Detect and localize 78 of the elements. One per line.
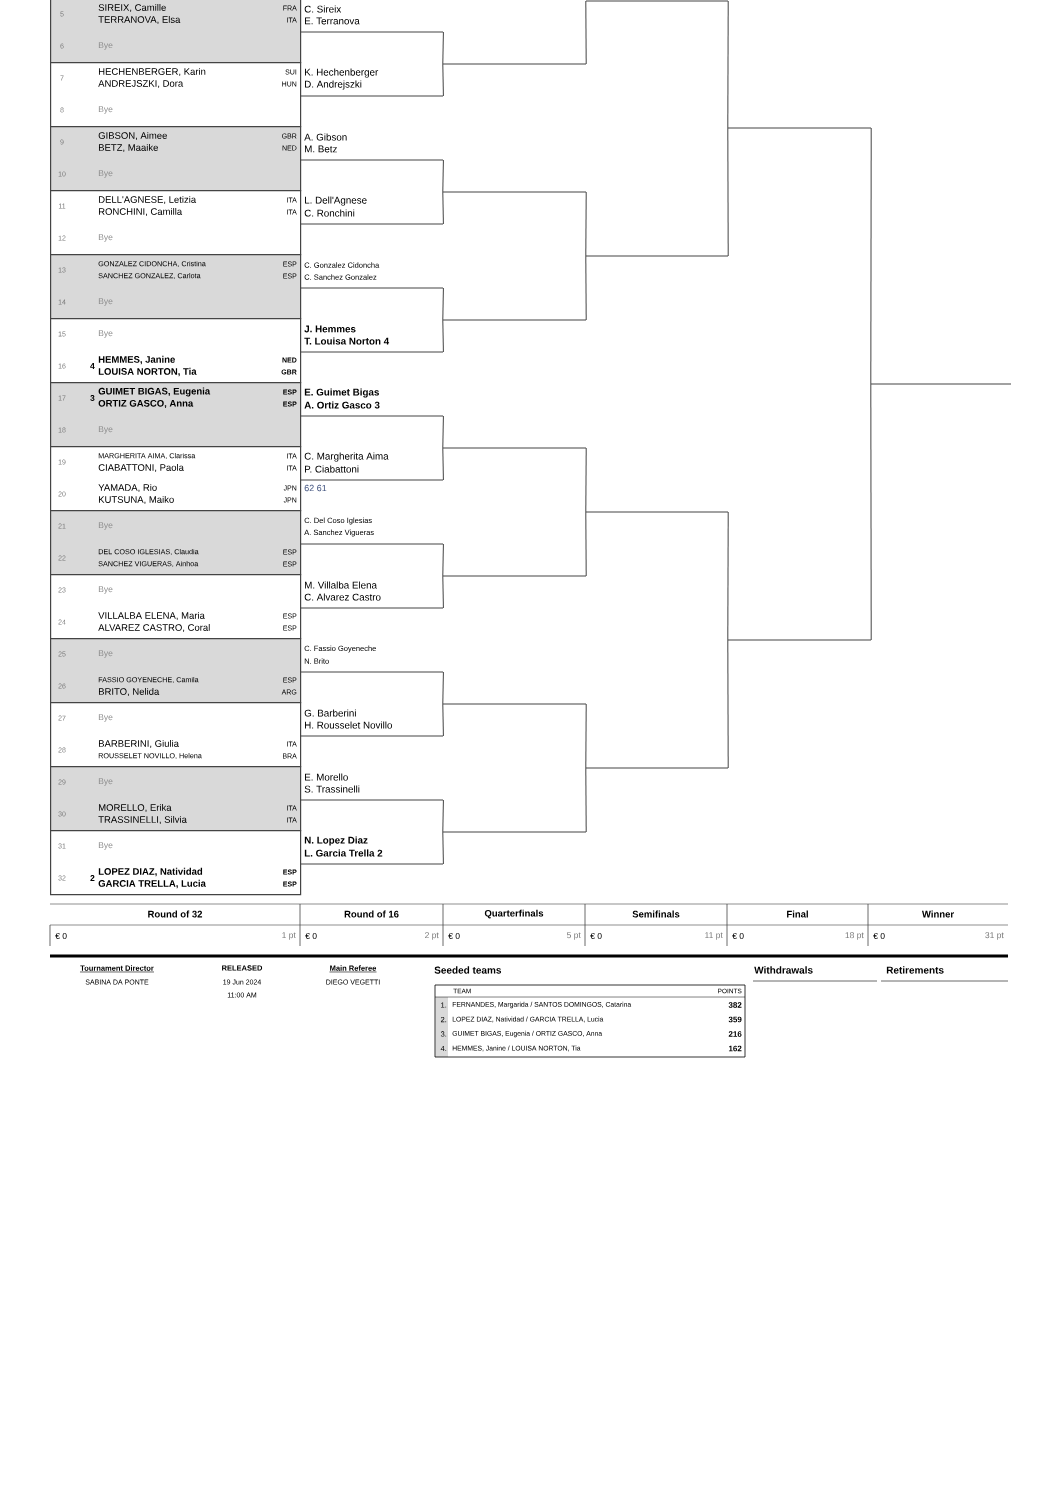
bracket-connector	[442, 575, 444, 609]
section-heading: Withdrawals	[754, 966, 813, 974]
prize-money: € 0	[732, 933, 744, 939]
bracket-line	[727, 127, 872, 129]
bracket-connector	[727, 0, 729, 129]
bracket-connector	[442, 191, 444, 225]
prize-money: € 0	[305, 933, 317, 939]
ranking-points: 18 pt	[845, 932, 864, 940]
winner-slot: C. Sireix E. Terranova	[299, 5, 444, 33]
prize-money: € 0	[590, 933, 602, 939]
bracket-line	[585, 255, 729, 257]
bracket-connector	[442, 799, 444, 833]
bracket-connector	[870, 383, 872, 641]
prize-money: € 0	[448, 933, 460, 939]
bracket-connector	[442, 287, 444, 321]
bracket-connector	[442, 447, 444, 481]
column-header: Semifinals	[632, 910, 680, 918]
points-value: 359	[728, 1016, 742, 1023]
bracket-line	[585, 511, 729, 513]
winner-slot: G. Barberini H. Rousselet Novillo	[299, 709, 444, 737]
bracket-connector	[442, 671, 444, 705]
prize-money: € 0	[873, 933, 885, 939]
bracket-connector	[442, 319, 444, 353]
bracket-line	[442, 703, 587, 705]
winner-slot: E. Guimet Bigas A. Ortiz Gasco 3	[299, 388, 444, 417]
points-value: 382	[728, 1002, 742, 1008]
section-heading: Seeded teams	[434, 966, 502, 974]
winner-slot: N. Lopez Diaz L. Garcia Trella 2	[299, 836, 444, 865]
section-heading: Retirements	[886, 966, 944, 974]
winner-slot: E. Morello S. Trassinelli	[299, 773, 444, 801]
bracket-line	[442, 447, 587, 449]
bracket-line	[870, 383, 1012, 385]
ranking-points: 11 pt	[705, 932, 723, 940]
winner-slot: A. Gibson M. Betz	[299, 133, 444, 161]
match-score: 62 61	[304, 484, 327, 492]
bracket-connector	[585, 703, 587, 769]
bracket-line	[442, 191, 587, 193]
bracket-connector	[442, 543, 444, 577]
column-header: Quarterfinals	[484, 909, 544, 919]
points-value: 162	[728, 1045, 742, 1052]
bracket-connector	[585, 255, 587, 321]
bracket-connector	[442, 159, 444, 193]
winner-slot: C. Margherita Aima P. Ciabattoni	[299, 452, 444, 481]
bracket-connector	[442, 63, 444, 97]
ranking-points: 31 pt	[985, 932, 1004, 940]
bracket-line	[442, 63, 587, 65]
bracket-line	[442, 319, 587, 321]
prize-money: € 0	[55, 933, 67, 939]
bracket-connector	[442, 415, 444, 449]
bracket-connector	[442, 31, 444, 65]
ranking-points: 5 pt	[566, 932, 581, 940]
bracket-line	[442, 831, 587, 833]
bracket-connector	[585, 511, 587, 577]
bracket-line	[585, 0, 729, 2]
bracket-connector	[870, 127, 872, 385]
ranking-points: 2 pt	[425, 932, 439, 940]
winner-slot: L. Dell'Agnese C. Ronchini	[299, 196, 444, 225]
winner-slot: J. Hemmes T. Louisa Norton 4	[299, 325, 444, 353]
column-header: Round of 16	[344, 910, 399, 918]
column-header: Winner	[921, 910, 954, 918]
ranking-points: 1 pt	[282, 932, 296, 940]
bracket-line	[727, 639, 872, 641]
column-header: Final	[787, 910, 808, 918]
column-header: Round of 32	[148, 910, 203, 918]
bracket-connector	[727, 127, 729, 257]
bracket-line	[442, 575, 587, 577]
bracket-connector	[442, 831, 444, 865]
bracket-connector	[727, 511, 729, 641]
bracket-line	[585, 767, 729, 769]
bracket-connector	[727, 639, 729, 769]
bracket-connector	[442, 703, 444, 737]
bracket-connector	[585, 447, 587, 513]
points-value: 216	[728, 1031, 742, 1037]
bracket-connector	[585, 191, 587, 257]
bracket-connector	[585, 0, 587, 65]
winner-slot: M. Villalba Elena C. Alvarez Castro	[299, 581, 444, 609]
bracket-connector	[585, 767, 587, 833]
winner-slot: K. Hechenberger D. Andrejszki	[299, 68, 444, 97]
